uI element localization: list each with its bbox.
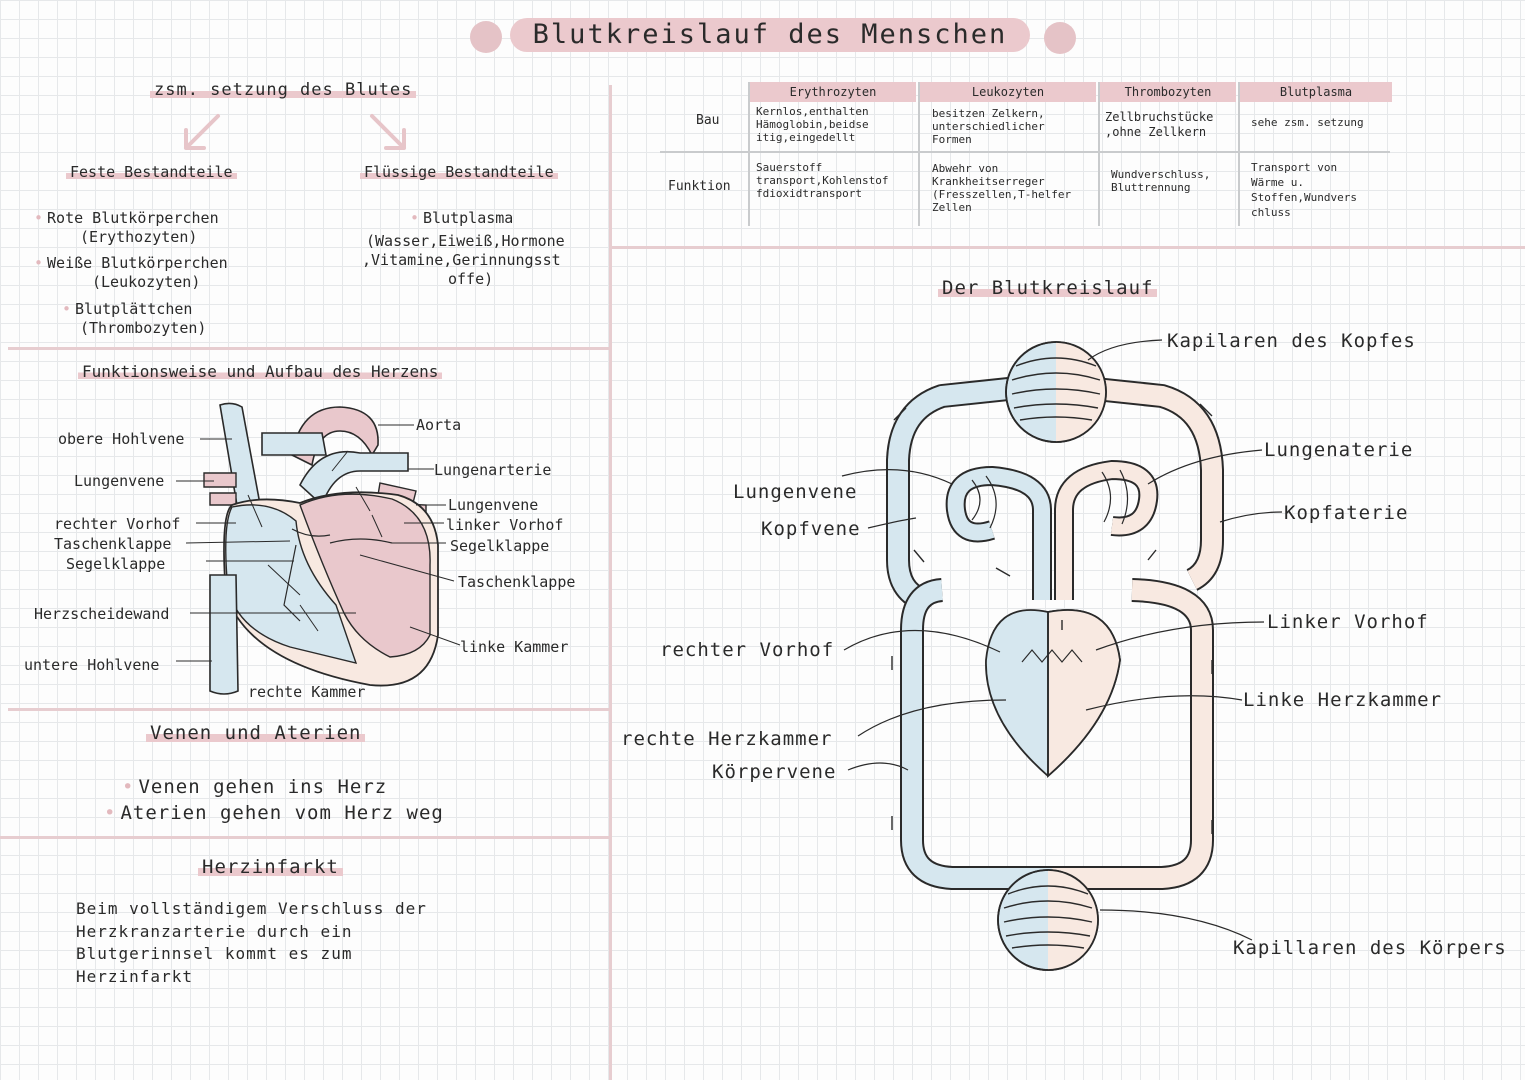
label-segelklappe-left: Segelklappe <box>66 555 166 573</box>
divider-vessels <box>8 708 611 711</box>
table-header-leukozyten: Leukozyten <box>920 82 1096 102</box>
table-hline <box>660 151 1390 153</box>
table-cell-funktion-thrombozyten: Wundverschluss,Bluttrennung <box>1111 168 1211 194</box>
solid-item-1-sub: (Erythozyten) <box>80 228 198 246</box>
label-rechter-vorhof: rechter Vorhof <box>54 515 181 533</box>
circ-label-rechte-herzkammer: rechte Herzkammer <box>621 728 833 750</box>
liquid-heading: Flüssige Bestandteile <box>360 163 558 182</box>
divider-heart <box>8 347 611 350</box>
solid-item-2-sub: (Leukozyten) <box>92 273 201 291</box>
liquid-item-1: Blutplasma <box>410 209 513 228</box>
title-dot-right <box>1044 22 1076 54</box>
title-dot-left <box>470 21 502 53</box>
vertical-divider-left <box>609 85 612 1080</box>
solid-item-3: Blutplättchen <box>62 300 192 319</box>
heart-diagram <box>176 402 461 695</box>
circ-label-lungenvene: Lungenvene <box>733 481 858 503</box>
label-untere-hohlvene: untere Hohlvene <box>24 656 160 674</box>
liquid-item-2: (Wasser,Eiweiß,Hormone <box>366 232 565 250</box>
infarct-line-3: Blutgerinnsel kommt es zum <box>76 944 353 963</box>
table-header-erythrozyten: Erythrozyten <box>750 82 916 102</box>
label-linke-kammer: linke Kammer <box>460 638 569 656</box>
table-vline-3 <box>1098 82 1100 226</box>
divider-infarct <box>0 836 611 839</box>
circ-label-linke-herzkammer: Linke Herzkammer <box>1243 689 1443 711</box>
table-row-label-funktion: Funktion <box>668 179 731 194</box>
label-aorta: Aorta <box>416 416 462 434</box>
vessels-heading: Venen und Aterien <box>146 722 366 744</box>
arrow-left-icon <box>184 114 220 150</box>
vessels-item-1: Venen gehen ins Herz <box>122 776 387 798</box>
label-segelklappe-right: Segelklappe <box>450 537 550 555</box>
solid-item-1: Rote Blutkörperchen <box>34 209 219 228</box>
table-header-thrombozyten: Thrombozyten <box>1100 82 1236 102</box>
circ-label-koerpervene: Körpervene <box>712 761 837 783</box>
circ-label-kopfvene: Kopfvene <box>761 518 861 540</box>
label-taschenklappe-left: Taschenklappe <box>54 535 172 553</box>
circ-label-lungenaterie: Lungenaterie <box>1264 439 1414 461</box>
infarct-text: Beim vollständigem Verschluss der Herzkr… <box>76 898 427 988</box>
circ-label-kapilaren-kopf: Kapilaren des Kopfes <box>1167 330 1416 352</box>
circ-label-kapillaren-koerper: Kapillaren des Körpers <box>1233 937 1507 959</box>
table-vline-1 <box>748 82 750 226</box>
liquid-item-4: offe) <box>448 270 494 288</box>
solid-heading: Feste Bestandteile <box>66 163 237 182</box>
label-taschenklappe-right: Taschenklappe <box>458 573 576 591</box>
table-vline-2 <box>918 82 920 226</box>
label-obere-hohlvene: obere Hohlvene <box>58 430 185 448</box>
label-linker-vorhof: linker Vorhof <box>446 516 564 534</box>
infarct-line-2: Herzkranzarterie durch ein <box>76 921 353 941</box>
page-title: Blutkreislauf des Menschen <box>510 18 1030 52</box>
blood-heading: zsm. setzung des Blutes <box>150 80 417 100</box>
circ-label-linker-vorhof: Linker Vorhof <box>1267 611 1429 633</box>
circ-label-kopfaterie: Kopfaterie <box>1284 502 1409 524</box>
arrow-right-icon <box>370 114 406 150</box>
label-rechte-kammer: rechte Kammer <box>248 683 366 701</box>
divider-table <box>611 246 1525 249</box>
liquid-item-3: ,Vitamine,Gerinnungsst <box>362 251 561 269</box>
label-lungenvene-right: Lungenvene <box>448 496 539 514</box>
circ-label-rechter-vorhof: rechter Vorhof <box>660 639 835 661</box>
vessels-item-2: Aterien gehen vom Herz weg <box>104 802 444 824</box>
circulation-diagram <box>841 339 1283 971</box>
heart-heading: Funktionsweise und Aufbau des Herzens <box>78 362 443 381</box>
table-cell-bau-blutplasma: sehe zsm. setzung <box>1251 116 1364 129</box>
infarct-heading: Herzinfarkt <box>198 856 343 878</box>
solid-item-3-sub: (Thrombozyten) <box>80 319 207 337</box>
table-header-blutplasma: Blutplasma <box>1240 82 1392 102</box>
label-lungenvene: Lungenvene <box>74 472 165 490</box>
solid-item-2: Weiße Blutkörperchen <box>34 254 228 273</box>
label-herzscheidewand: Herzscheidewand <box>34 605 170 623</box>
table-cell-bau-thrombozyten: Zellbruchstücke,ohne Zellkern <box>1105 110 1214 139</box>
label-lungenarterie: Lungenarterie <box>434 461 552 479</box>
circulation-heading: Der Blutkreislauf <box>938 277 1158 299</box>
table-vline-4 <box>1238 82 1240 226</box>
infarct-line-4: Herzinfarkt <box>76 966 193 986</box>
infarct-line-1: Beim vollständigem Verschluss der <box>76 899 427 918</box>
table-row-label-bau: Bau <box>696 113 720 128</box>
